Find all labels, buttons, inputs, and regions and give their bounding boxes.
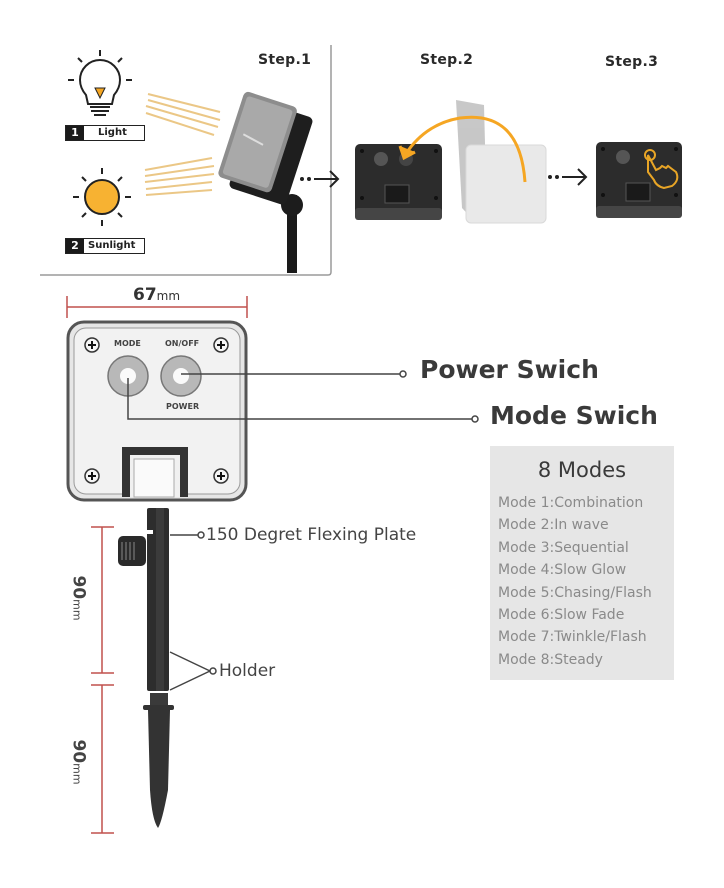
upper-height-value: 90 — [68, 575, 89, 600]
sunlight-badge: 2 Sunlight — [65, 238, 145, 254]
modes-list: Mode 1:Combination Mode 2:In wave Mode 3… — [498, 492, 652, 671]
mode-switch-callout: Mode Swich — [490, 401, 658, 430]
mode-switch-leader — [127, 378, 479, 423]
modes-panel: 8 Modes Mode 1:Combination Mode 2:In wav… — [490, 446, 674, 680]
power-label: POWER — [166, 402, 200, 411]
power-switch-callout: Power Swich — [420, 355, 599, 384]
mode-item: Mode 4:Slow Glow — [498, 562, 627, 579]
height-dimension-upper — [91, 526, 114, 674]
lower-height-value: 90 — [68, 739, 89, 764]
width-dimension-line — [66, 296, 248, 318]
controller-box-closed — [596, 142, 682, 218]
lower-height-label: 90mm — [69, 739, 89, 784]
step1-label: Step.1 — [258, 52, 312, 68]
step3-label: Step.3 — [605, 54, 659, 70]
mode-item: Mode 3:Sequential — [498, 539, 629, 556]
lower-height-unit: mm — [70, 763, 84, 785]
sunlight-badge-number: 2 — [66, 239, 84, 253]
mode-item: Mode 6:Slow Fade — [498, 607, 625, 624]
holder-callout: Holder — [219, 661, 276, 681]
mode-item: Mode 1:Combination — [498, 495, 644, 511]
light-rays-lower — [144, 157, 215, 196]
transparent-lid — [456, 100, 547, 224]
rotate-arrow-icon — [398, 115, 527, 183]
holder-leader — [169, 651, 217, 691]
mode-item: Mode 2:In wave — [498, 517, 609, 534]
power-switch-leader — [181, 370, 407, 378]
upper-height-label: 90mm — [69, 575, 89, 620]
width-value: 67 — [133, 285, 157, 305]
mode-item: Mode 8:Steady — [498, 651, 603, 668]
light-bulb-icon — [68, 50, 132, 116]
height-dimension-lower — [91, 684, 114, 834]
arrow-step1-to-step2 — [300, 170, 340, 188]
step1-frame — [40, 45, 332, 276]
flexing-plate-leader — [170, 531, 205, 539]
controller-front-view — [66, 320, 248, 502]
light-rays-upper — [145, 93, 221, 136]
mode-item: Mode 7:Twinkle/Flash — [498, 629, 647, 646]
width-unit: mm — [156, 289, 181, 303]
light-badge-number: 1 — [66, 126, 84, 140]
light-badge: 1 Light — [65, 125, 145, 141]
flexing-plate-callout: 150 Degret Flexing Plate — [206, 525, 417, 545]
modes-title: 8 Modes — [537, 458, 627, 482]
controller-box-open — [355, 144, 442, 220]
light-badge-label: Light — [98, 127, 127, 138]
pointing-hand-icon — [644, 149, 679, 190]
onoff-label: ON/OFF — [165, 339, 200, 348]
width-dimension-label: 67mm — [133, 285, 180, 305]
step2-label: Step.2 — [420, 52, 474, 68]
mode-item: Mode 5:Chasing/Flash — [498, 584, 652, 601]
solar-panel-image — [218, 91, 313, 273]
mode-label: MODE — [114, 339, 141, 348]
sun-icon — [73, 168, 131, 226]
stake-image — [118, 508, 174, 828]
sunlight-badge-label: Sunlight — [88, 240, 136, 251]
arrow-step2-to-step3 — [548, 168, 588, 186]
upper-height-unit: mm — [70, 599, 84, 621]
